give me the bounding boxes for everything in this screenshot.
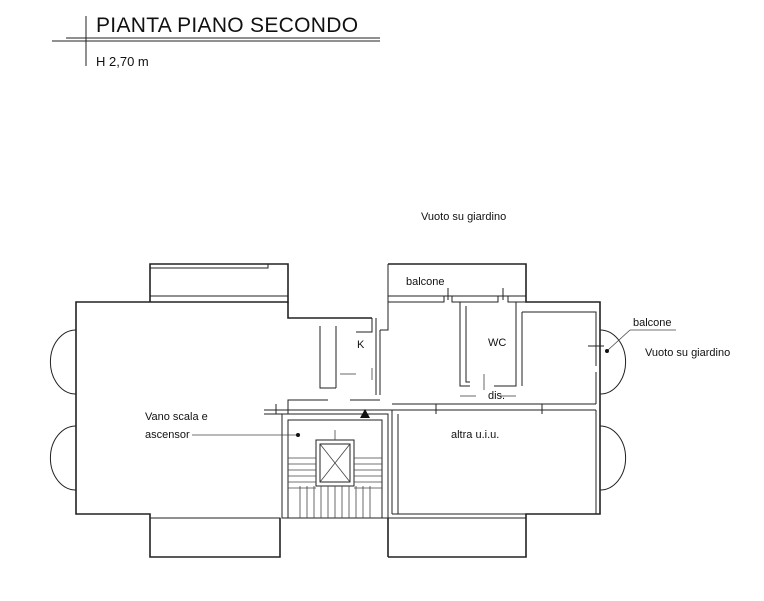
label-wc: WC: [488, 337, 506, 349]
right-balcony-upper: [599, 329, 627, 395]
landing-wall-left: [264, 399, 328, 415]
balcony-top-left-rail: [149, 264, 269, 269]
stair-steps-bottom: [299, 486, 371, 518]
wall-balcony-door-mid: [451, 296, 499, 303]
label-other-unit: altra u.i.u.: [451, 429, 499, 441]
height-note: H 2,70 m: [96, 54, 149, 69]
lift-car: [319, 443, 351, 483]
label-void-top: Vuoto su giardino: [421, 211, 506, 223]
balcone-right-leader: [607, 329, 631, 351]
balcony-bottom-right: [388, 514, 527, 519]
label-stair-line1: Vano scala e: [145, 411, 208, 423]
stair-leader-dot: [296, 433, 300, 437]
building-outline: [75, 263, 601, 558]
stair-steps-left: [288, 457, 316, 489]
right-balcony-lower: [599, 425, 627, 491]
stair-steps-right: [354, 457, 382, 489]
left-balcony-lower: [49, 425, 77, 491]
wall-balcony-door-left: [388, 296, 445, 303]
right-wing-outline: [388, 263, 601, 558]
balcony-bottom-left: [149, 514, 281, 557]
wall-left-kitchen: [319, 326, 336, 389]
plan-title: PIANTA PIANO SECONDO: [96, 14, 358, 37]
right-room-wall: [522, 311, 597, 366]
wall-kitchen-top: [356, 318, 373, 333]
interior-walls: [264, 288, 604, 515]
wall-jog: [380, 318, 389, 331]
stair-core: [281, 409, 389, 519]
label-balcone-top: balcone: [406, 276, 445, 288]
label-dis: dis.: [488, 390, 505, 402]
title-block: PIANTA PIANO SECONDO H 2,70 m: [52, 14, 380, 69]
label-void-right: Vuoto su giardino: [645, 347, 730, 359]
lift-cross-2: [319, 443, 351, 483]
wc-wall-left-inner: [465, 306, 470, 383]
balcone-right-dot: [605, 349, 609, 353]
label-stair-line2: ascensor: [145, 429, 190, 441]
wc-wall-left: [459, 302, 470, 387]
label-kitchen: K: [357, 339, 365, 351]
balcony-top-left: [149, 263, 289, 303]
wall-balcony-door-right: [507, 296, 526, 303]
side-balconies: [49, 329, 627, 491]
label-balcone-right: balcone: [633, 317, 672, 329]
room-labels: Vuoto su giardino balcone K WC balcone V…: [145, 211, 730, 441]
entrance-triangle-icon: [360, 409, 370, 418]
wc-wall-right: [494, 302, 517, 387]
left-balcony-upper: [49, 329, 77, 395]
top-link-wall: [287, 302, 372, 319]
